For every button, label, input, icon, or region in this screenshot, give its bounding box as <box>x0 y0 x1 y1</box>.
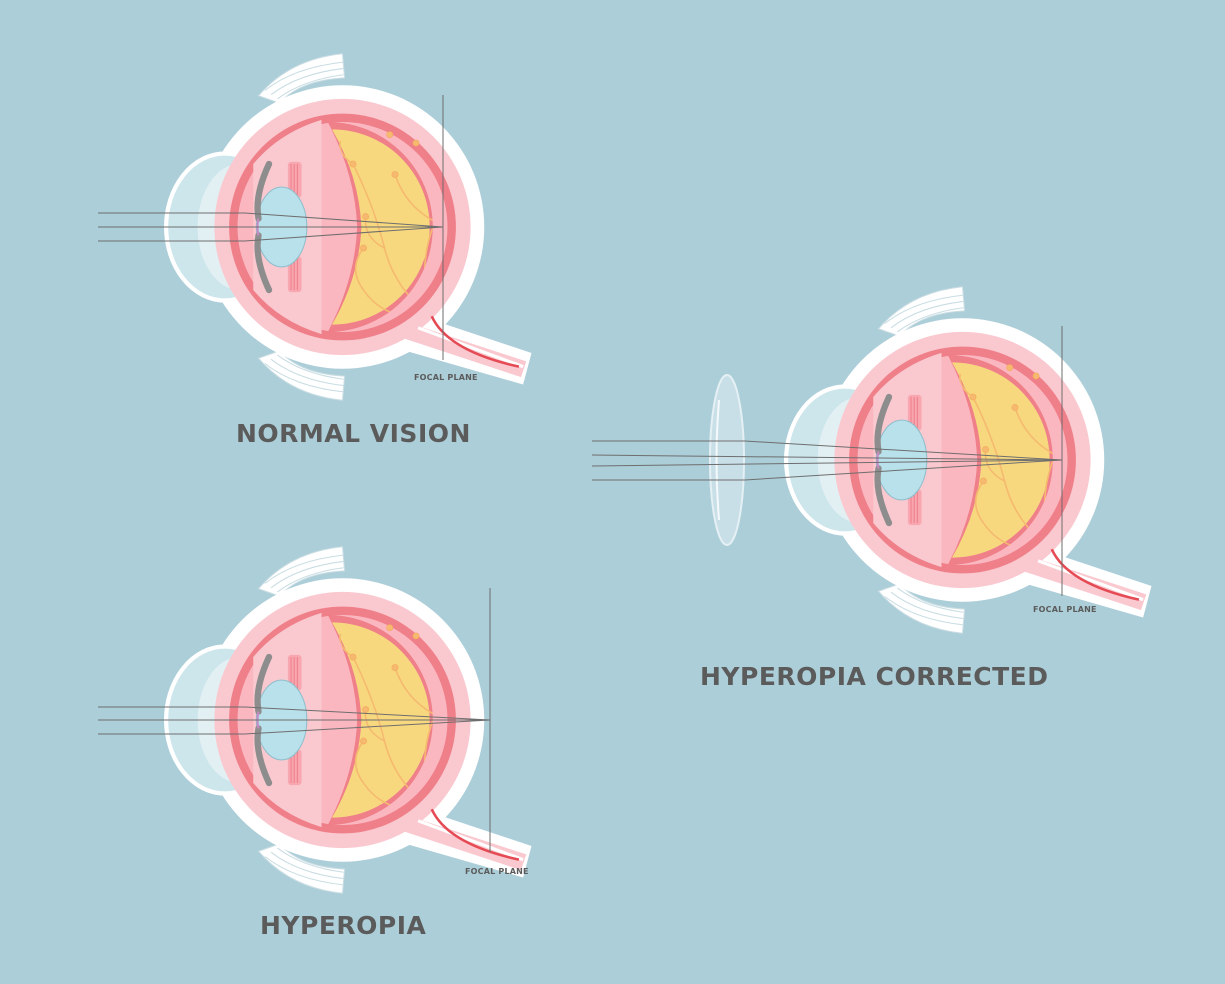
eye-hyperopia-corrected <box>786 287 1151 634</box>
caption-hyperopia-corrected: HYPEROPIA CORRECTED <box>700 662 1049 691</box>
focal-plane-label-normal: FOCAL PLANE <box>414 373 478 382</box>
light-rays-corrected <box>591 440 1063 481</box>
corrective-lens <box>709 374 745 546</box>
light-rays-hyperopia <box>98 706 491 735</box>
light-rays-normal <box>98 212 444 242</box>
caption-normal-vision: NORMAL VISION <box>236 419 471 448</box>
lens-highlight <box>715 399 720 521</box>
caption-hyperopia: HYPEROPIA <box>260 911 427 940</box>
focal-plane-label-hyperopia: FOCAL PLANE <box>465 867 529 876</box>
focal-plane-label-corrected: FOCAL PLANE <box>1033 605 1097 614</box>
